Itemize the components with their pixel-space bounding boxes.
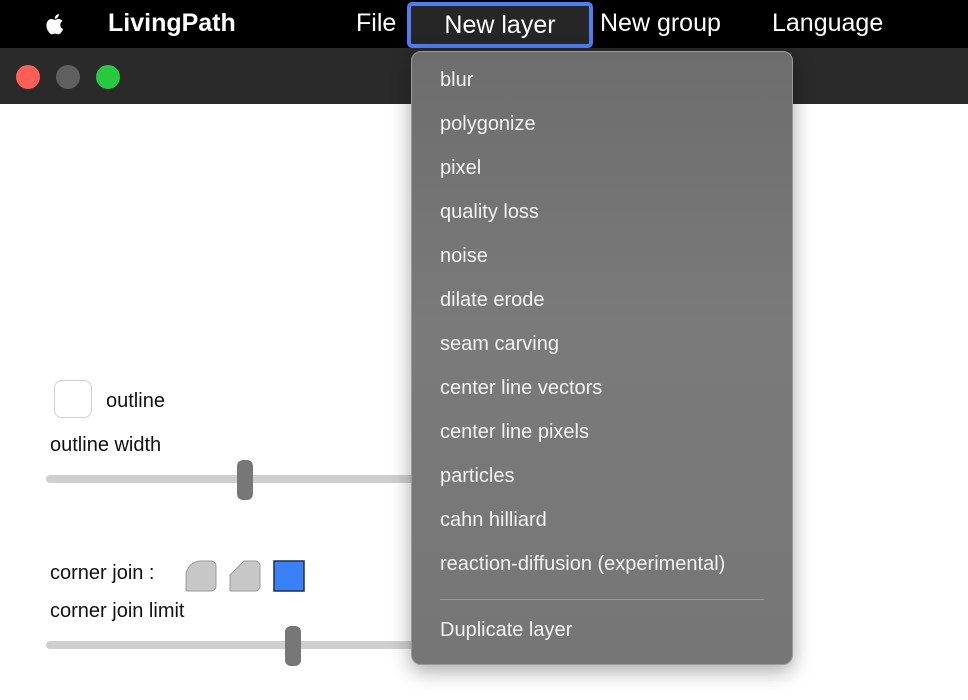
outline-label: outline <box>106 390 165 412</box>
menu-item-blur[interactable]: blur <box>440 69 474 91</box>
outline-width-label: outline width <box>50 434 162 456</box>
menu-new-group[interactable]: New group <box>600 9 721 37</box>
corner-join-round-button[interactable] <box>185 560 217 592</box>
outline-width-slider-track[interactable] <box>46 475 426 483</box>
menu-item-center-line-vectors[interactable]: center line vectors <box>440 377 603 399</box>
corner-join-miter-button[interactable] <box>273 560 305 592</box>
menu-bar: LivingPath File New layer New group Lang… <box>0 0 968 48</box>
menu-language[interactable]: Language <box>772 9 884 37</box>
corner-join-limit-label: corner join limit <box>50 600 185 622</box>
menu-item-dilate-erode[interactable]: dilate erode <box>440 289 545 311</box>
outline-width-slider-thumb[interactable] <box>237 460 253 500</box>
menu-item-duplicate-layer[interactable]: Duplicate layer <box>440 619 573 641</box>
menu-item-pixel[interactable]: pixel <box>440 157 482 179</box>
corner-join-limit-slider-track[interactable] <box>46 641 426 649</box>
menu-item-reaction-diffusion[interactable]: reaction-diffusion (experimental) <box>440 553 726 575</box>
menu-file[interactable]: File <box>356 9 397 37</box>
menu-item-particles[interactable]: particles <box>440 465 515 487</box>
corner-join-label: corner join : <box>50 562 155 584</box>
menu-item-polygonize[interactable]: polygonize <box>440 113 536 135</box>
menu-item-noise[interactable]: noise <box>440 245 488 267</box>
apple-icon[interactable] <box>40 9 70 39</box>
menu-item-center-line-pixels[interactable]: center line pixels <box>440 421 589 443</box>
close-window-button[interactable] <box>16 65 40 89</box>
corner-join-bevel-button[interactable] <box>229 560 261 592</box>
outline-checkbox[interactable] <box>54 380 92 418</box>
menu-separator <box>440 599 764 600</box>
menu-item-seam-carving[interactable]: seam carving <box>440 333 559 355</box>
app-name[interactable]: LivingPath <box>108 9 236 37</box>
maximize-window-button[interactable] <box>96 65 120 89</box>
menu-new-layer[interactable]: New layer <box>407 2 593 48</box>
corner-join-limit-slider-thumb[interactable] <box>285 626 301 666</box>
minimize-window-button[interactable] <box>56 65 80 89</box>
menu-item-quality-loss[interactable]: quality loss <box>440 201 539 223</box>
new-layer-dropdown-menu: blur polygonize pixel quality loss noise… <box>411 51 793 665</box>
menu-item-cahn-hilliard[interactable]: cahn hilliard <box>440 509 547 531</box>
